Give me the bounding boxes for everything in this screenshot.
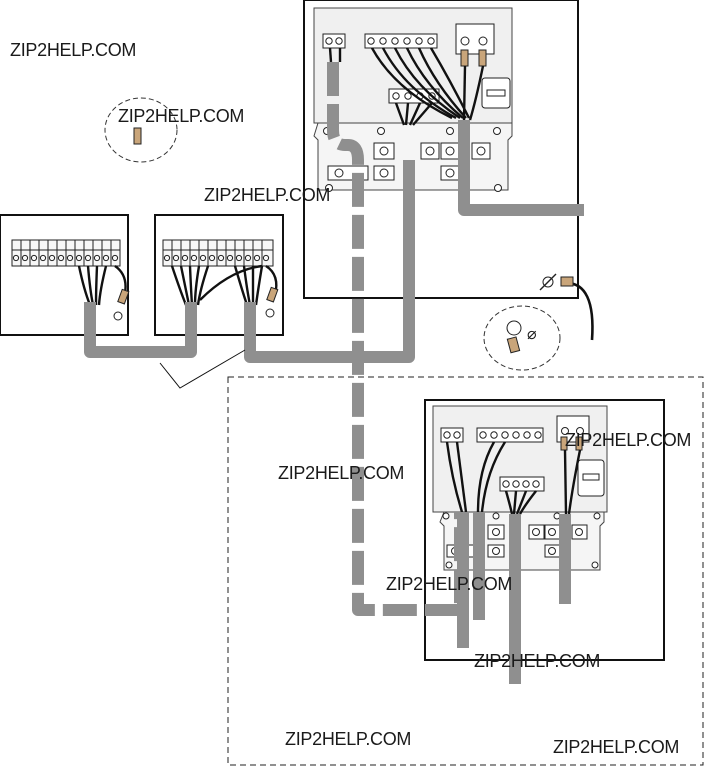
- lower-wires: [445, 441, 582, 515]
- left-terminal-box-2: [154, 214, 284, 336]
- upper-power-terminal: [455, 23, 495, 67]
- cable-runs: [84, 62, 584, 684]
- lower-dashed-enclosure: [227, 376, 704, 766]
- lower-terminal-block-4pin: [499, 476, 545, 492]
- watermark-text: ZIP2HELP.COM: [553, 737, 680, 757]
- lower-selector-switch: [577, 459, 605, 497]
- watermark-text: ZIP2HELP.COM: [118, 106, 245, 126]
- watermark-text: ZIP2HELP.COM: [386, 574, 513, 594]
- watermark-text: ZIP2HELP.COM: [565, 430, 692, 450]
- ground-wire: [539, 273, 594, 341]
- watermark-text: ZIP2HELP.COM: [10, 40, 137, 60]
- lower-terminal-block-6pin: [476, 427, 544, 443]
- watermark-text: ZIP2HELP.COM: [285, 729, 412, 749]
- watermark-text: ZIP2HELP.COM: [474, 651, 601, 671]
- upper-terminal-block-2pin: [322, 33, 346, 49]
- lower-power-terminal: [556, 415, 590, 451]
- callout-ellipse-ground: [483, 305, 561, 371]
- upper-terminal-block-6pin: [364, 33, 438, 49]
- watermark-text: ZIP2HELP.COM: [204, 185, 331, 205]
- lower-terminal-block-2pin: [440, 427, 464, 443]
- cable-brace: [159, 349, 246, 389]
- upper-selector-switch: [481, 77, 511, 109]
- upper-wires: [328, 47, 485, 126]
- callout-ellipse-lug: [104, 97, 178, 163]
- ground-symbol: ⌀: [527, 326, 537, 343]
- left-terminal-box-1: [0, 214, 130, 336]
- watermark-text: ZIP2HELP.COM: [278, 463, 405, 483]
- upper-clamp-screws: [323, 127, 502, 192]
